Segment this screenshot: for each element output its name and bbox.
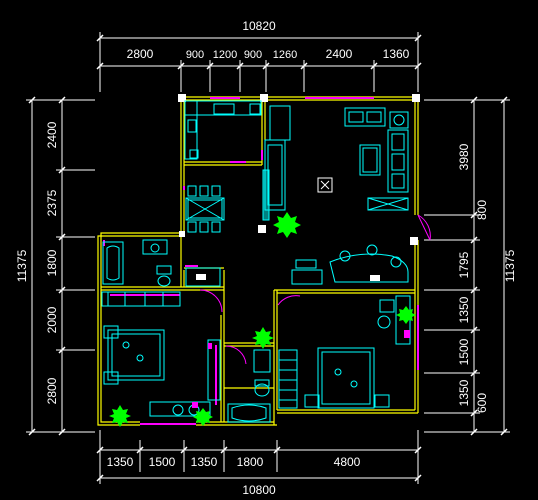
dim-right-6: 1350 xyxy=(457,379,471,406)
dim-bottom-total: 10800 xyxy=(242,483,276,497)
dim-top-4: 900 xyxy=(244,49,262,61)
dim-top-6: 2400 xyxy=(326,47,353,61)
dim-right-1: 3980 xyxy=(457,143,471,170)
furniture xyxy=(101,100,411,423)
dim-top-2: 900 xyxy=(186,49,204,61)
room-labels xyxy=(196,177,380,281)
dim-top-7: 1360 xyxy=(383,47,410,61)
dim-right-5: 1500 xyxy=(457,338,471,365)
dim-right-7: 600 xyxy=(475,393,489,413)
dim-right-2: 800 xyxy=(475,200,489,220)
dim-bottom-3: 1350 xyxy=(191,455,218,469)
dim-top-3: 1200 xyxy=(213,49,237,61)
dim-bottom-1: 1350 xyxy=(107,455,134,469)
dim-left-total: 11375 xyxy=(15,249,29,282)
dim-right-total: 11375 xyxy=(503,249,517,282)
dim-right-3: 1795 xyxy=(457,251,471,278)
accents xyxy=(192,330,410,408)
windows xyxy=(103,97,419,425)
dim-top-1: 2800 xyxy=(127,47,154,61)
dim-bottom-4: 1800 xyxy=(237,455,264,469)
doors xyxy=(199,214,431,365)
dimension-lines xyxy=(26,32,510,484)
dim-bottom-2: 1500 xyxy=(149,455,176,469)
dim-left-2: 2375 xyxy=(45,189,59,216)
dim-bottom-5: 4800 xyxy=(334,455,361,469)
dim-left-5: 2800 xyxy=(45,377,59,404)
dim-top-5: 1260 xyxy=(273,49,297,61)
dim-right-4: 1350 xyxy=(457,296,471,323)
plants xyxy=(109,212,416,427)
dim-left-1: 2400 xyxy=(45,121,59,148)
columns xyxy=(178,94,420,245)
dim-left-4: 2000 xyxy=(45,306,59,333)
dim-top-total: 10820 xyxy=(242,19,276,33)
dim-left-3: 1800 xyxy=(45,249,59,276)
